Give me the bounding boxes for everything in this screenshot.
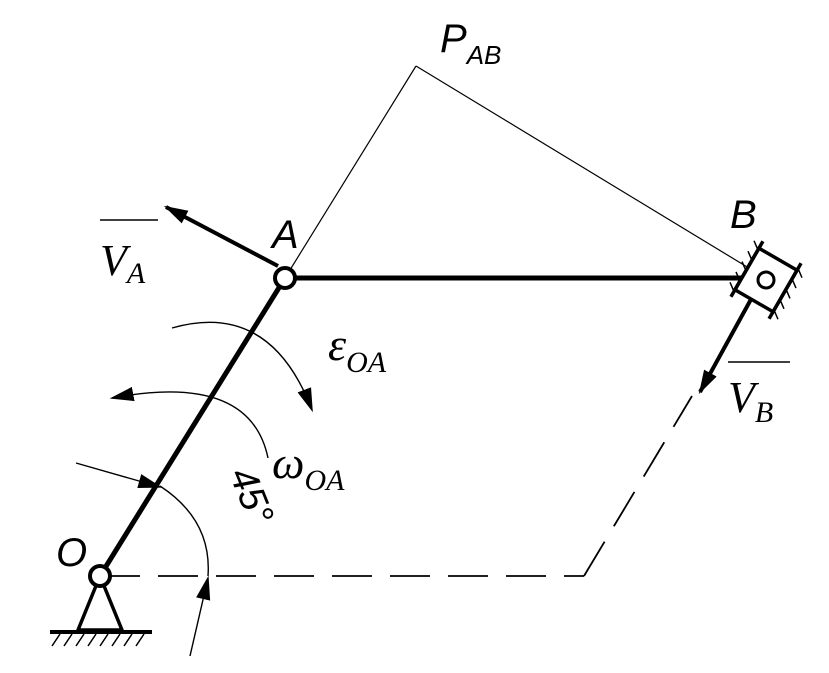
label-va: VA (100, 236, 146, 290)
joint-a (273, 266, 297, 290)
velocity-a-arrow (163, 205, 279, 268)
label-b: B (730, 193, 757, 237)
epsilon-arc (171, 321, 313, 413)
construction-line-a-pab (284, 65, 417, 279)
label-o: O (56, 531, 87, 575)
slider-block (729, 240, 803, 320)
dashed-slanted-line (583, 395, 693, 577)
label-omega-main: ω (272, 437, 304, 488)
label-p-ab-main: P (440, 17, 467, 61)
angle-arrow-bottom (189, 575, 211, 657)
label-omega-sub: OA (304, 464, 345, 497)
joint-o (88, 564, 112, 588)
label-vb: VB (728, 373, 773, 429)
label-vb-main: V (728, 373, 760, 422)
construction-line-pab-b (415, 65, 763, 277)
label-vb-sub: B (755, 396, 773, 429)
label-p-ab: PAB (440, 17, 501, 70)
joint-b (756, 270, 776, 290)
label-epsilon-main: ε (328, 319, 347, 370)
velocity-b-arrow (698, 291, 757, 395)
angle-arrow-top (75, 462, 163, 488)
angle-arc (159, 485, 209, 577)
ground-support (50, 574, 152, 647)
label-epsilon: εOA (328, 319, 387, 379)
link-oa (97, 276, 288, 578)
label-a: A (270, 213, 299, 257)
label-va-main: V (100, 236, 132, 285)
label-p-ab-sub: AB (465, 40, 502, 70)
omega-arc (109, 386, 269, 459)
label-va-sub: A (125, 257, 146, 290)
label-omega: ωOA (272, 437, 345, 497)
label-epsilon-sub: OA (346, 346, 387, 379)
